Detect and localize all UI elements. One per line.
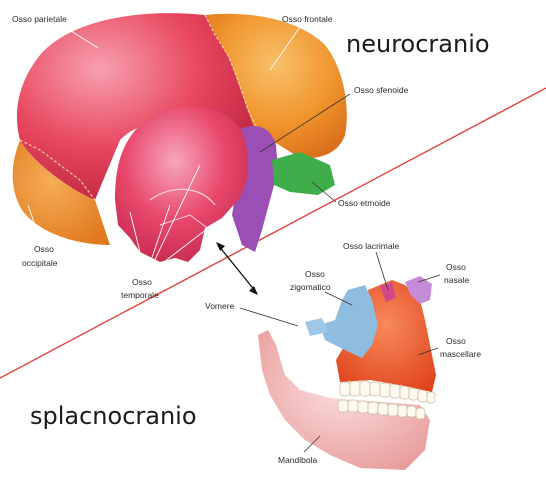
- label-zygomatic-line2: zigomatico: [290, 282, 331, 292]
- title-splanchnocranium: splacnocranio: [30, 402, 197, 430]
- label-lacrimal: Osso lacrimale: [343, 241, 399, 251]
- label-occipital-line1: Osso: [34, 244, 54, 254]
- label-ethmoid: Osso etmoide: [338, 198, 391, 208]
- splanchnocranium-group: [258, 276, 436, 470]
- label-parietal: Osso parietale: [12, 14, 67, 24]
- leader-vomer: [240, 308, 298, 326]
- label-sphenoid: Osso sfenoide: [354, 85, 409, 95]
- label-nasal-line2: nasale: [444, 275, 469, 285]
- title-neurocranium: neurocranio: [346, 30, 490, 58]
- temporal-bone: [115, 107, 248, 262]
- label-vomer: Vomere: [205, 301, 235, 311]
- neurocranium-group: [13, 13, 347, 262]
- label-zygomatic-line1: Osso: [305, 269, 325, 279]
- label-mandible: Mandibola: [278, 455, 317, 465]
- label-frontal: Osso frontale: [282, 14, 333, 24]
- label-nasal-line1: Osso: [446, 262, 466, 272]
- zygomatic-bone: [320, 285, 378, 358]
- label-maxilla-line2: mascellare: [440, 349, 481, 359]
- ethmoid-bone: [272, 152, 335, 195]
- label-temporal-line2: temporale: [121, 290, 159, 300]
- label-maxilla-line1: Osso: [446, 336, 466, 346]
- label-temporal-line1: Osso: [132, 277, 152, 287]
- label-occipital-line2: occipitale: [22, 258, 58, 268]
